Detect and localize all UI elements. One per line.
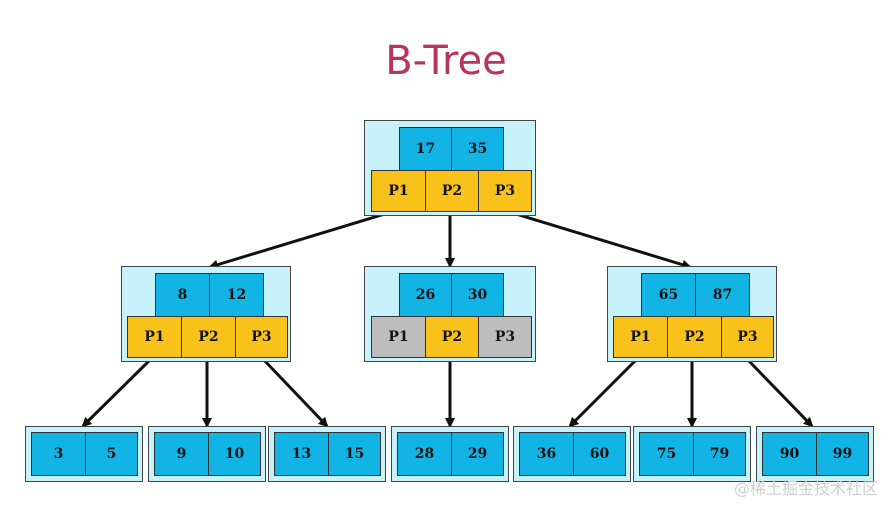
edge-root-p3 bbox=[502, 208, 692, 270]
watermark: @稀土掘金技术社区 bbox=[733, 479, 878, 498]
leaf6-key-1: 75 bbox=[639, 432, 694, 476]
l1c-pointer-2: P2 bbox=[667, 316, 722, 358]
l1b-key-2: 30 bbox=[451, 273, 504, 317]
leaf-node-2: 9 10 bbox=[148, 426, 266, 482]
root-pointer-3: P3 bbox=[478, 170, 532, 212]
root-pointer-2: P2 bbox=[425, 170, 479, 212]
leaf-node-3: 13 15 bbox=[268, 426, 386, 482]
leaf-node-1: 3 5 bbox=[25, 426, 143, 482]
level1-node-right: 65 87 P1 P2 P3 bbox=[607, 266, 777, 362]
edge-root-p1 bbox=[208, 208, 399, 270]
level1-node-middle: 26 30 P1 P2 P3 bbox=[364, 266, 536, 362]
l1b-pointer-1: P1 bbox=[371, 316, 426, 358]
level1-node-left: 8 12 P1 P2 P3 bbox=[121, 266, 291, 362]
l1c-key-1: 65 bbox=[641, 273, 696, 317]
l1b-key-1: 26 bbox=[399, 273, 452, 317]
leaf-node-5: 36 60 bbox=[513, 426, 631, 482]
root-key-1: 17 bbox=[399, 127, 452, 171]
leaf4-key-1: 28 bbox=[397, 432, 452, 476]
leaf-node-6: 75 79 bbox=[633, 426, 751, 482]
root-node: 17 35 P1 P2 P3 bbox=[364, 120, 536, 216]
leaf2-key-1: 9 bbox=[154, 432, 209, 476]
l1a-key-2: 12 bbox=[209, 273, 264, 317]
l1a-pointer-1: P1 bbox=[127, 316, 182, 358]
leaf3-key-1: 13 bbox=[274, 432, 329, 476]
diagram-title: B-Tree bbox=[385, 38, 507, 84]
edge-l1a-p3 bbox=[260, 356, 329, 428]
leaf1-key-1: 3 bbox=[31, 432, 86, 476]
l1b-pointer-3: P3 bbox=[478, 316, 532, 358]
leaf7-key-1: 90 bbox=[762, 432, 817, 476]
leaf-node-7: 90 99 bbox=[756, 426, 874, 482]
l1c-key-2: 87 bbox=[695, 273, 750, 317]
edge-l1a-p1 bbox=[81, 356, 154, 428]
l1b-pointer-2: P2 bbox=[425, 316, 479, 358]
l1c-pointer-1: P1 bbox=[613, 316, 668, 358]
l1c-pointer-3: P3 bbox=[721, 316, 774, 358]
leaf4-key-2: 29 bbox=[451, 432, 504, 476]
leaf5-key-1: 36 bbox=[519, 432, 574, 476]
leaf2-key-2: 10 bbox=[208, 432, 261, 476]
l1a-pointer-2: P2 bbox=[181, 316, 236, 358]
edge-l1c-p1 bbox=[568, 356, 640, 428]
leaf7-key-2: 99 bbox=[816, 432, 869, 476]
l1a-key-1: 8 bbox=[155, 273, 210, 317]
leaf6-key-2: 79 bbox=[693, 432, 746, 476]
root-key-2: 35 bbox=[451, 127, 504, 171]
l1a-pointer-3: P3 bbox=[235, 316, 288, 358]
edge-l1c-p3 bbox=[744, 356, 814, 428]
leaf5-key-2: 60 bbox=[573, 432, 626, 476]
leaf1-key-2: 5 bbox=[85, 432, 138, 476]
root-pointer-1: P1 bbox=[371, 170, 426, 212]
leaf3-key-2: 15 bbox=[328, 432, 381, 476]
leaf-node-4: 28 29 bbox=[391, 426, 509, 482]
